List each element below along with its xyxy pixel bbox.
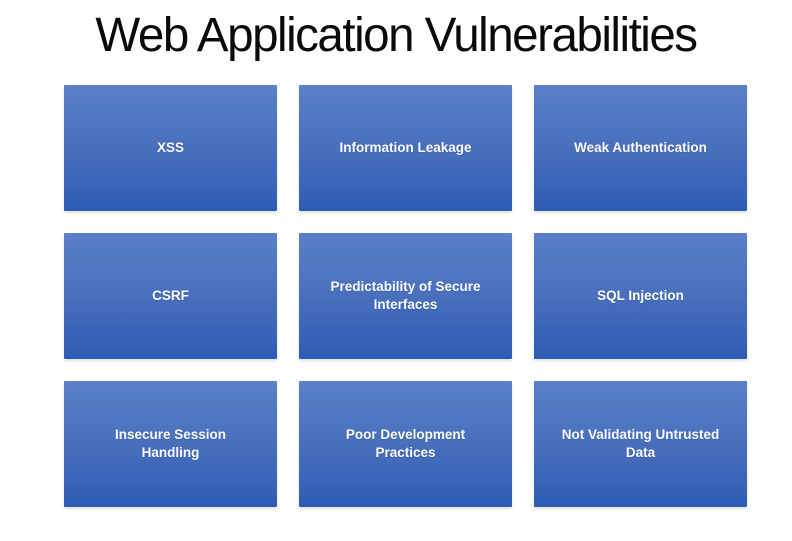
vulnerability-box-not-validating-untrusted-data: Not Validating Untrusted Data	[534, 381, 747, 507]
vulnerability-box-label: SQL Injection	[597, 288, 684, 304]
vulnerability-box-insecure-session-handling: Insecure Session Handling	[64, 381, 277, 507]
vulnerability-box-sql-injection: SQL Injection	[534, 233, 747, 359]
vulnerability-box-predictability-of-secure-interfaces: Predictability of Secure Interfaces	[299, 233, 512, 359]
vulnerability-box-label: Information Leakage	[339, 140, 472, 156]
vulnerability-box-information-leakage: Information Leakage	[299, 85, 512, 211]
vulnerability-box-poor-development-practices: Poor Development Practices	[299, 381, 512, 507]
vulnerability-box-label: CSRF	[152, 288, 189, 304]
vulnerability-box-label: Predictability of Secure Interfaces	[330, 279, 481, 312]
vulnerability-box-csrf: CSRF	[64, 233, 277, 359]
vulnerability-box-label: XSS	[156, 140, 184, 156]
page-title: Web Application Vulnerabilities	[95, 9, 698, 62]
vulnerability-box-weak-authentication: Weak Authentication	[534, 85, 747, 211]
vulnerability-box-xss: XSS	[64, 85, 277, 211]
vulnerability-box-label: Not Validating Untrusted Data	[561, 427, 720, 460]
vulnerability-box-label: Insecure Session Handling	[114, 427, 227, 460]
vulnerability-box-label: Weak Authentication	[574, 140, 707, 156]
vulnerability-grid: XSS Information Leakage Weak Authenticat…	[64, 85, 747, 507]
vulnerability-box-label: Poor Development Practices	[345, 427, 466, 460]
